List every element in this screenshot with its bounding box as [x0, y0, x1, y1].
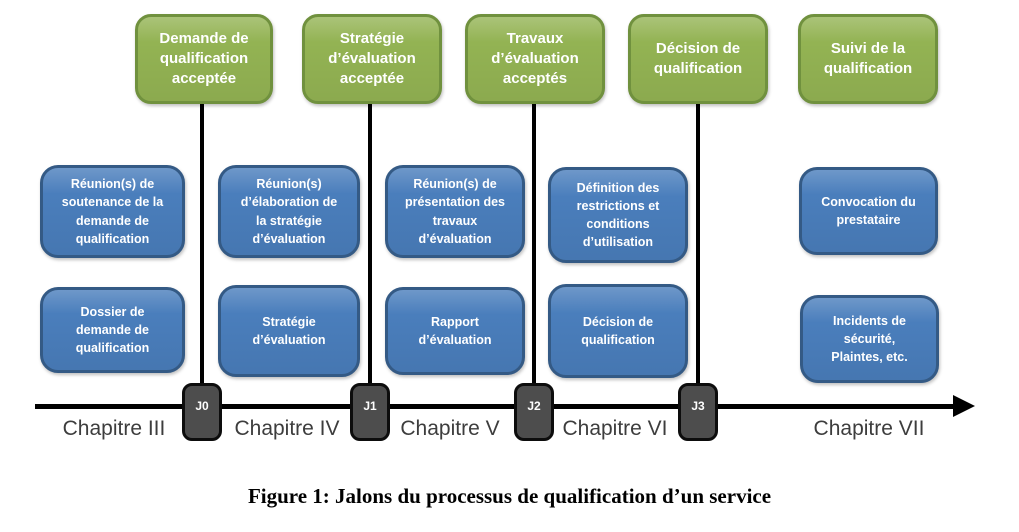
- milestone-label: Travaux d’évaluation acceptés: [491, 29, 579, 88]
- activity-label: Décision de qualification: [581, 314, 655, 347]
- activity-box-rapport-evaluation: Rapport d’évaluation: [385, 287, 525, 375]
- connector-line-j1: [368, 100, 372, 390]
- activity-box-reunion-elaboration: Réunion(s) d’élaboration de la stratégie…: [218, 165, 360, 258]
- connector-line-j3: [696, 100, 700, 390]
- milestone-box-decision-qualification: Décision de qualification: [628, 14, 768, 104]
- milestone-label: Stratégie d’évaluation acceptée: [328, 29, 416, 88]
- milestone-label: Décision de qualification: [653, 39, 743, 77]
- milestone-marker-j2: J2: [514, 383, 554, 441]
- figure-caption: Figure 1: Jalons du processus de qualifi…: [247, 484, 772, 508]
- chapter-label-vi: Chapitre VI: [562, 417, 668, 440]
- jalon-label: J1: [363, 399, 377, 413]
- milestone-box-suivi-qualification: Suivi de la qualification: [798, 14, 938, 104]
- chapter-label-iii: Chapitre III: [62, 417, 166, 440]
- milestone-label: Demande de qualification acceptée: [159, 29, 249, 88]
- jalon-label: J3: [691, 399, 705, 413]
- chapter-label-iv: Chapitre IV: [234, 417, 340, 440]
- milestone-marker-j0: J0: [182, 383, 222, 441]
- activity-box-dossier-demande: Dossier de demande de qualification: [40, 287, 185, 373]
- activity-label: Rapport d’évaluation: [418, 314, 492, 347]
- jalon-label: J2: [527, 399, 541, 413]
- activity-label: Réunion(s) d’élaboration de la stratégie…: [240, 177, 338, 246]
- jalon-label: J0: [195, 399, 209, 413]
- activity-box-reunion-soutenance: Réunion(s) de soutenance de la demande d…: [40, 165, 185, 258]
- milestone-label: Suivi de la qualification: [823, 39, 913, 77]
- activity-label: Réunion(s) de soutenance de la demande d…: [61, 177, 164, 246]
- milestone-box-demande-qualification: Demande de qualification acceptée: [135, 14, 273, 104]
- milestone-marker-j1: J1: [350, 383, 390, 441]
- activity-box-reunion-presentation: Réunion(s) de présentation des travaux d…: [385, 165, 525, 258]
- activity-label: Dossier de demande de qualification: [75, 304, 150, 356]
- activity-box-definition-restrictions: Définition des restrictions et condition…: [548, 167, 688, 263]
- activity-box-incidents-securite: Incidents de sécurité, Plaintes, etc.: [800, 295, 939, 383]
- milestone-box-strategie-evaluation: Stratégie d’évaluation acceptée: [302, 14, 442, 104]
- activity-box-convocation-prestataire: Convocation du prestataire: [799, 167, 938, 255]
- chapter-label-vii: Chapitre VII: [813, 417, 925, 440]
- chapter-label-v: Chapitre V: [400, 417, 500, 440]
- connector-line-j0: [200, 100, 204, 390]
- milestone-box-travaux-evaluation: Travaux d’évaluation acceptés: [465, 14, 605, 104]
- connector-line-j2: [532, 100, 536, 390]
- activity-label: Stratégie d’évaluation: [252, 314, 326, 347]
- activity-label: Définition des restrictions et condition…: [576, 180, 660, 250]
- activity-box-strategie-evaluation: Stratégie d’évaluation: [218, 285, 360, 377]
- timeline-axis: [35, 404, 957, 409]
- activity-box-decision-qualification: Décision de qualification: [548, 284, 688, 378]
- activity-label: Réunion(s) de présentation des travaux d…: [404, 177, 506, 246]
- activity-label: Convocation du prestataire: [821, 194, 916, 227]
- activity-label: Incidents de sécurité, Plaintes, etc.: [831, 313, 908, 365]
- milestone-marker-j3: J3: [678, 383, 718, 441]
- timeline-arrowhead-icon: [953, 395, 975, 417]
